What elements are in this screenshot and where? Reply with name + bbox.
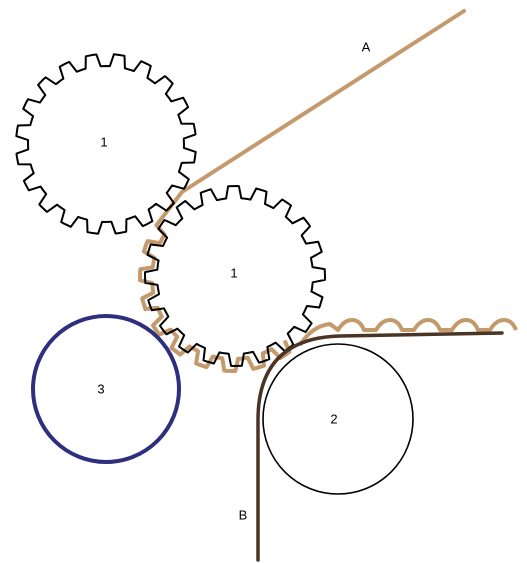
corrugated-paper-wrap (138, 190, 292, 373)
strand-a-label: A (362, 39, 371, 54)
corrugated-paper-output (298, 318, 518, 347)
corrugating-gear-top (15, 53, 197, 235)
corrugating-gear-middle (144, 185, 326, 367)
strand-b-label: B (239, 507, 248, 522)
roller-3-label: 3 (97, 381, 104, 396)
strand-b-liner (256, 331, 504, 562)
roller-3 (31, 314, 181, 464)
gear-middle-label: 1 (230, 265, 237, 280)
strand-a-line (180, 9, 466, 194)
roller-2 (262, 343, 414, 495)
gear-top-label: 1 (100, 134, 107, 149)
roller-2-label: 2 (330, 411, 337, 426)
